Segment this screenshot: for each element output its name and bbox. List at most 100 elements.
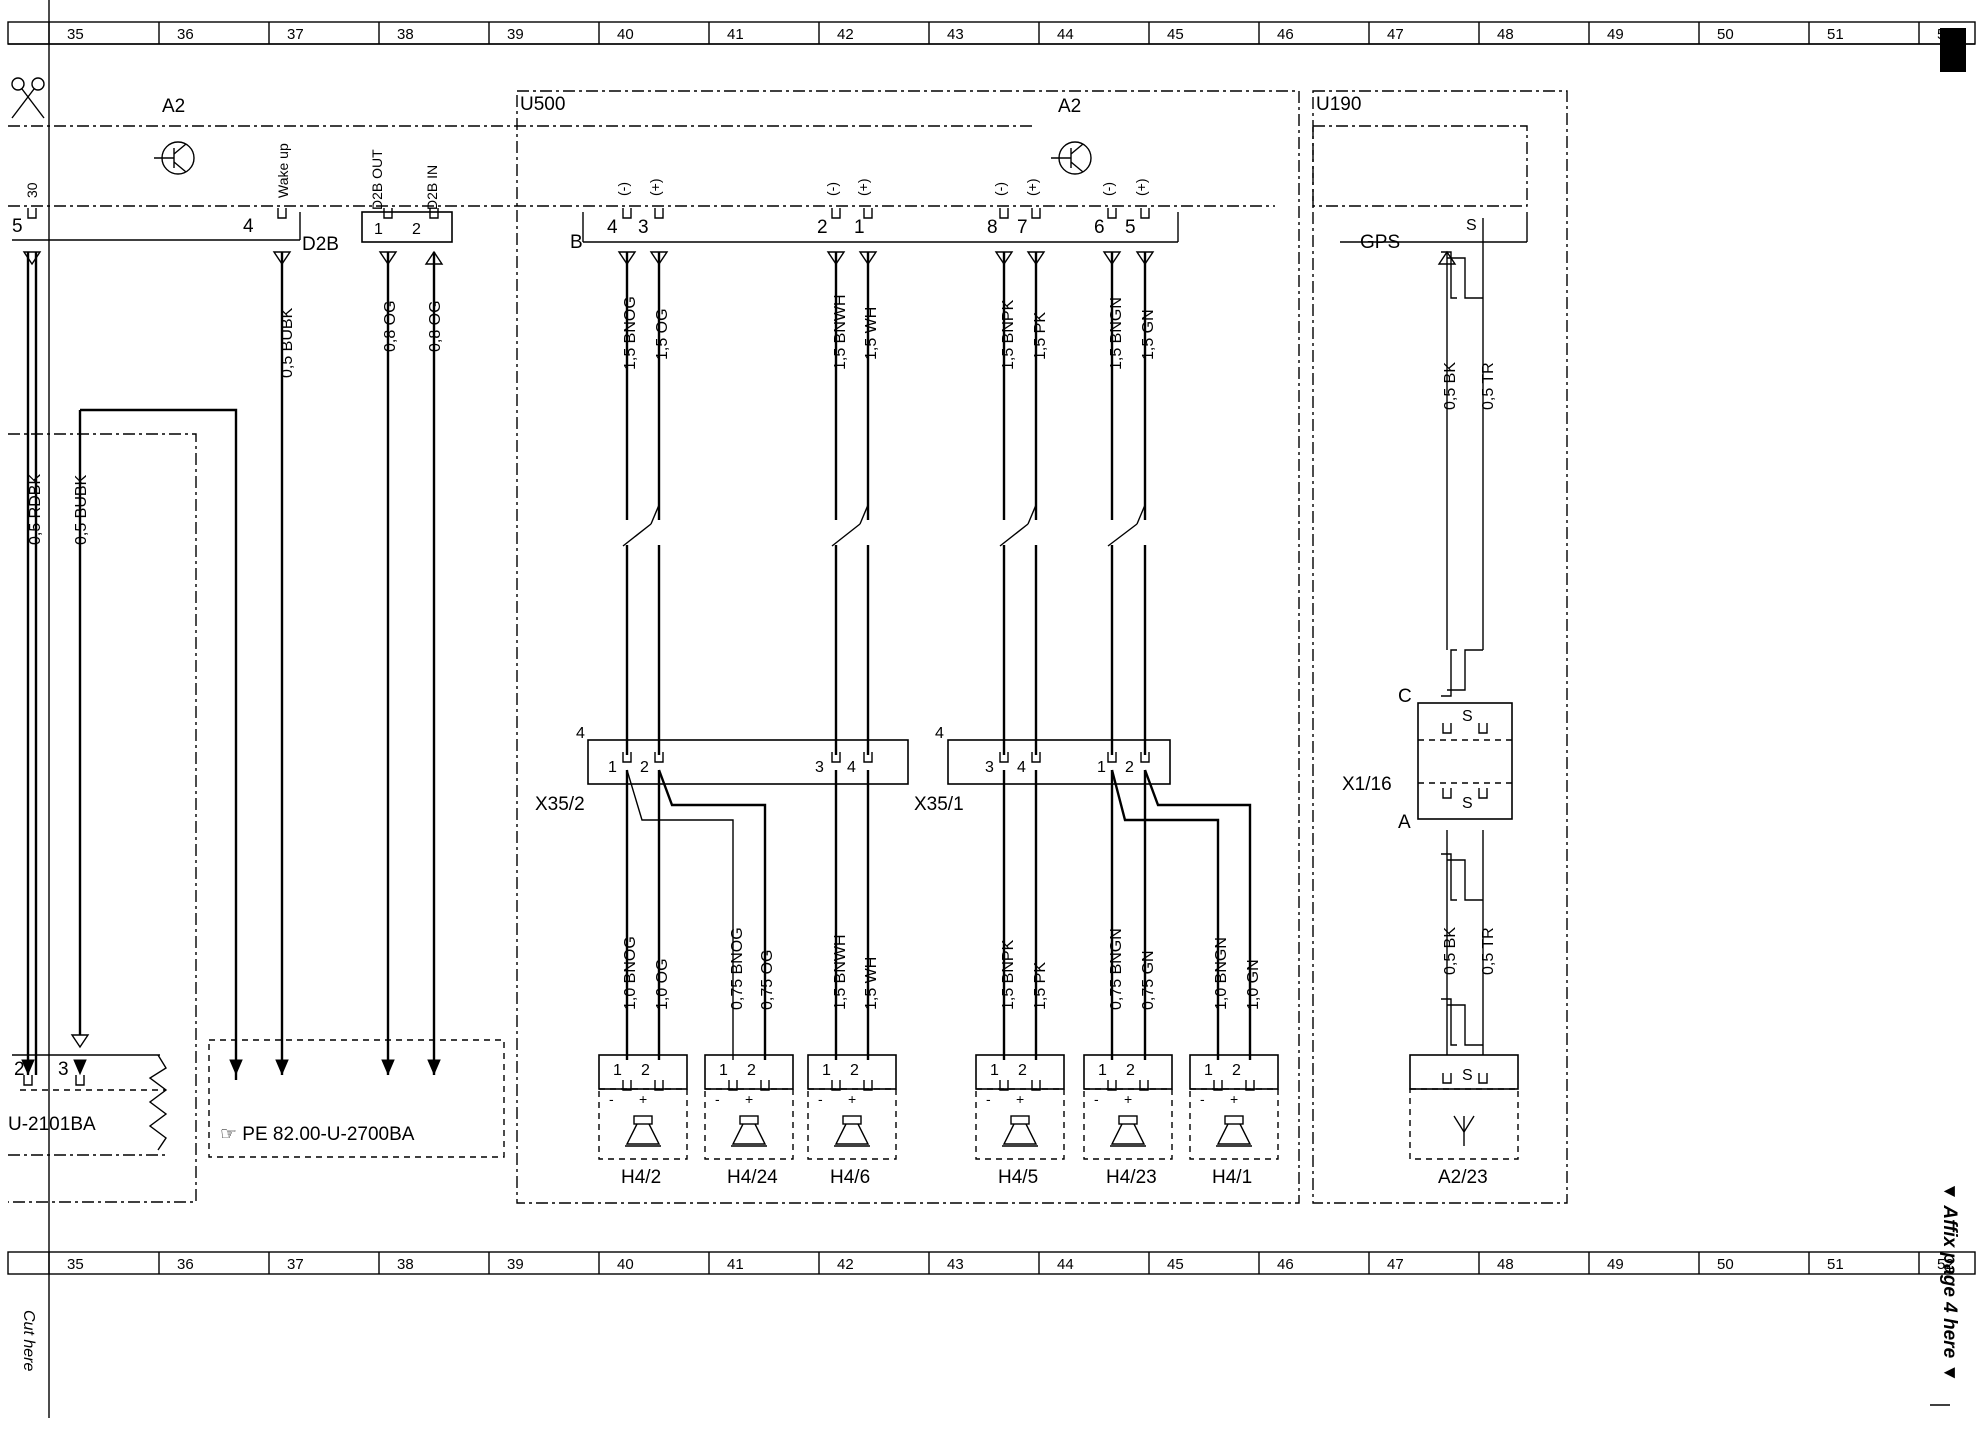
d2b-connector — [361, 211, 453, 243]
terminal-arrow — [1135, 251, 1155, 266]
speaker-pin-2: 2 — [1018, 1062, 1027, 1079]
d2b-pin-2: 2 — [412, 221, 421, 238]
gps-label: GPS — [1360, 232, 1400, 253]
speaker-frame — [598, 1088, 688, 1160]
x1-16-label: X1/16 — [1342, 774, 1392, 795]
polarity-label: (+) — [1133, 179, 1149, 197]
speaker-pin-1: 1 — [613, 1062, 622, 1079]
ruler-number: 43 — [947, 26, 964, 43]
polarity-label: (+) — [647, 179, 663, 197]
wire-label: 0,5 BK — [1442, 927, 1459, 975]
wake-up-label: Wake up — [275, 143, 291, 198]
wire-label: 1,5 GN — [1140, 309, 1157, 360]
wire-label: 1,5 BNGN — [1108, 297, 1125, 370]
pin-terminal — [1140, 208, 1150, 219]
ruler-number: 39 — [507, 26, 524, 43]
speaker-pin-1: 1 — [1204, 1062, 1213, 1079]
wire-label: 0,75 BNOG — [729, 927, 746, 1010]
speaker-pin-1: 1 — [1098, 1062, 1107, 1079]
wire-label: 0,5 TR — [1480, 362, 1497, 410]
a2-left-bus — [12, 212, 301, 241]
pin-1b: 1 — [854, 217, 865, 238]
pin-terminal — [999, 752, 1009, 763]
speaker-plus: + — [639, 1091, 647, 1107]
bus-b-label: B — [570, 232, 583, 253]
pin-3b: 3 — [638, 217, 649, 238]
wire-label: 1,0 BNOG — [622, 936, 639, 1010]
terminal-arrow — [1102, 251, 1122, 266]
speaker-frame — [1189, 1088, 1279, 1160]
ruler-number: 37 — [287, 26, 304, 43]
pin-terminal — [863, 1080, 873, 1091]
wire-label: 0,8 OG — [427, 300, 444, 352]
terminal-arrow — [378, 251, 398, 266]
wire-label: 0,8 OG — [382, 300, 399, 352]
speaker-minus: - — [1094, 1091, 1099, 1107]
a2-left-label: A2 — [162, 96, 185, 117]
pin-terminal — [1478, 723, 1488, 734]
arrowhead — [229, 1059, 243, 1076]
coax-shield — [1447, 649, 1483, 691]
terminal-arrow — [70, 1034, 90, 1049]
ruler-number: 40 — [617, 26, 634, 43]
speaker-pin-1: 1 — [990, 1062, 999, 1079]
d2b-in-label: D2B IN — [424, 165, 440, 210]
coax-shield — [1447, 859, 1483, 901]
wire-label: 1,0 GN — [1245, 959, 1262, 1010]
polarity-label: (-) — [992, 182, 1008, 196]
transistor-icon — [154, 141, 195, 175]
pin-terminal — [831, 208, 841, 219]
terminal-arrow — [826, 251, 846, 266]
terminal-arrow — [22, 251, 42, 266]
speaker-minus: - — [1200, 1091, 1205, 1107]
pin-5b: 5 — [1125, 217, 1136, 238]
ruler-number: 47 — [1387, 26, 1404, 43]
ruler-number: 42 — [837, 1256, 854, 1273]
pin-terminal — [1478, 1073, 1488, 1084]
ruler-number: 49 — [1607, 26, 1624, 43]
break-mark — [1027, 504, 1037, 525]
wire-label: 1,0 OG — [654, 958, 671, 1010]
gps-shield-s: S — [1466, 217, 1477, 234]
wire-label: 0,75 BNGN — [1108, 928, 1125, 1010]
pin-terminal — [831, 1080, 841, 1091]
speaker-minus: - — [609, 1091, 614, 1107]
u2101-pin3: 3 — [58, 1059, 69, 1080]
polarity-label: (-) — [615, 182, 631, 196]
u190-frame — [1312, 90, 1568, 1204]
pin-5: 5 — [12, 216, 23, 237]
wire-label: 0,5 TR — [1480, 927, 1497, 975]
speaker-plus: + — [745, 1091, 753, 1107]
ruler-number: 50 — [1717, 26, 1734, 43]
pin-terminal — [863, 752, 873, 763]
wire-layer — [26, 218, 1484, 1080]
a2-23-pin-box — [1409, 1054, 1519, 1090]
u190-inner-frame — [1312, 125, 1528, 207]
speaker-pin-1: 1 — [822, 1062, 831, 1079]
terminal-arrow — [858, 251, 878, 266]
speaker-icon — [1216, 1115, 1252, 1147]
wire-label: 1,5 BNPK — [1000, 939, 1017, 1010]
speaker-cone — [1110, 1123, 1146, 1145]
break-mark — [1136, 504, 1146, 525]
pin-terminal — [1107, 1080, 1117, 1091]
coax-shield — [1441, 251, 1457, 299]
wire-label: 1,5 WH — [863, 957, 880, 1010]
break-mark — [622, 523, 652, 547]
terminal-arrow — [649, 251, 669, 266]
ruler-number: 37 — [287, 1256, 304, 1273]
x35-2-label: X35/2 — [535, 794, 585, 815]
ruler-number: 52 — [1937, 1256, 1954, 1273]
speaker-minus: - — [986, 1091, 991, 1107]
pin-terminal — [1245, 1080, 1255, 1091]
speaker-cone — [834, 1123, 870, 1145]
pin-terminal — [831, 752, 841, 763]
speaker-frame — [807, 1088, 897, 1160]
speaker-pin-2: 2 — [641, 1062, 650, 1079]
ruler-number: 39 — [507, 1256, 524, 1273]
